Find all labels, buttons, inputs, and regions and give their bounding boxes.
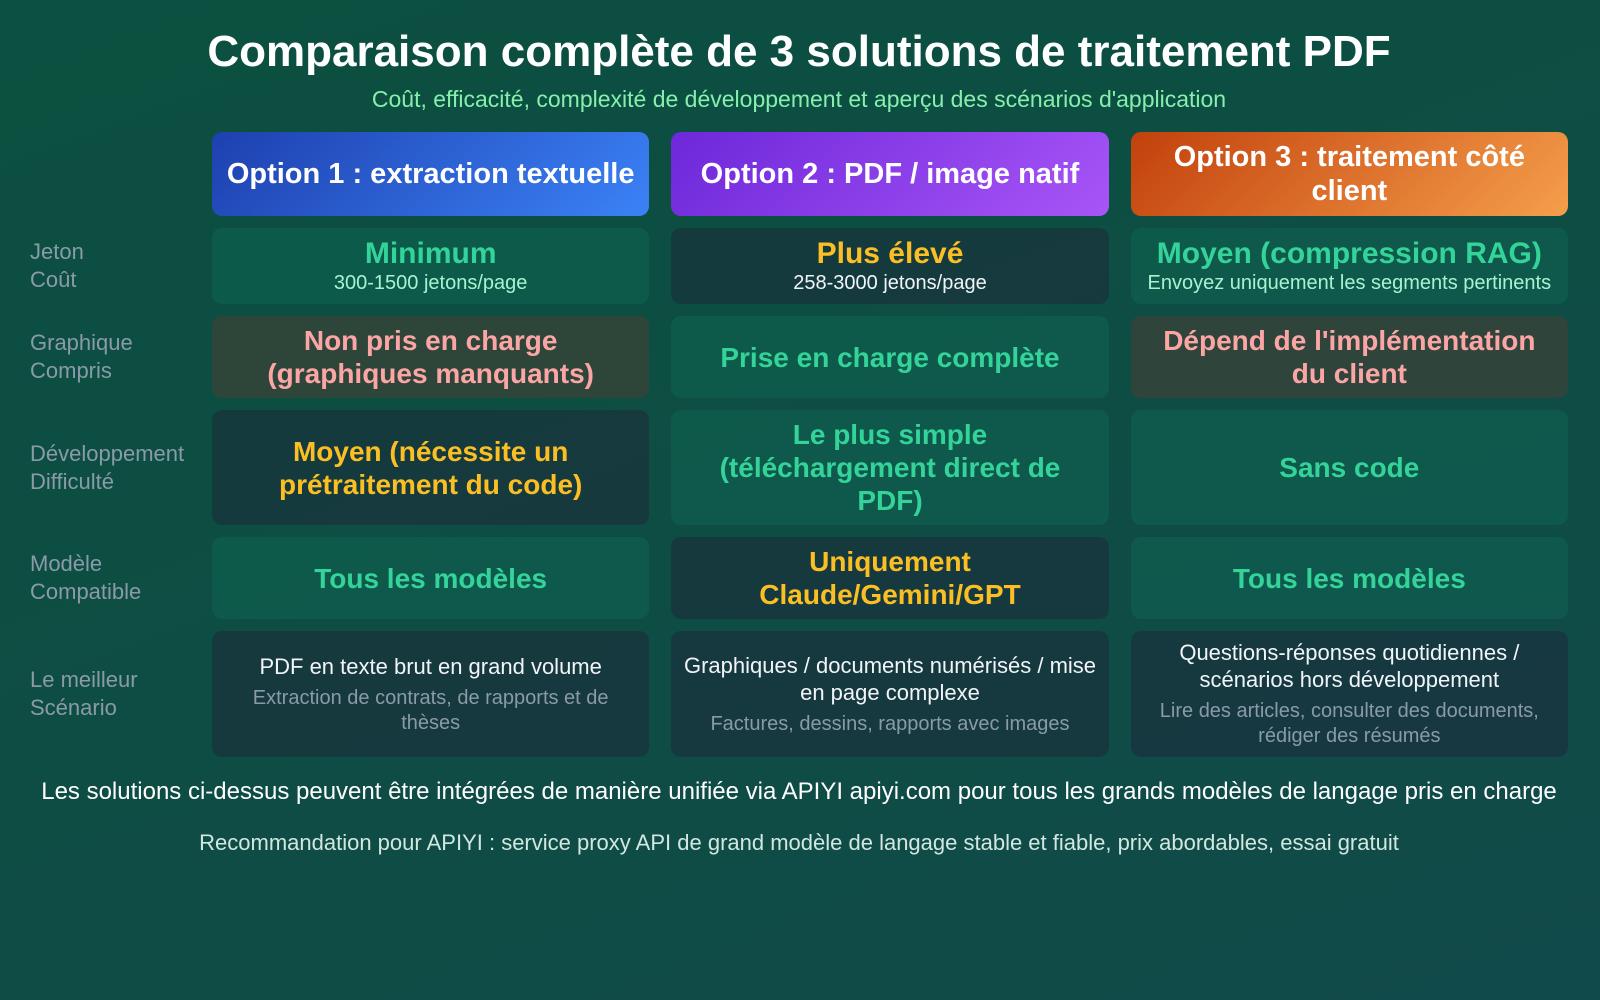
- comparison-table: Option 1 : extraction textuelle Option 2…: [30, 132, 1568, 757]
- recommendation: Recommandation pour APIYI : service prox…: [199, 830, 1399, 855]
- cell-difficulty-option-1: Moyen (nécessite un prétraitement du cod…: [212, 410, 650, 525]
- cell-difficulty-option-3: Sans code: [1130, 410, 1568, 525]
- option-1-label: Option 1 : extraction textuelle: [226, 158, 635, 190]
- option-2-header: Option 2 : PDF / image natif: [671, 132, 1109, 216]
- option-2-label: Option 2 : PDF / image natif: [700, 158, 1080, 190]
- corner-spacer: [30, 132, 190, 216]
- cell-compatible-option-1: Tous les modèles: [212, 537, 650, 619]
- page-title: Comparaison complète de 3 solutions de t…: [207, 27, 1391, 76]
- cell-chart-option-3: Dépend de l'implémentation du client: [1130, 316, 1568, 398]
- cell-compatible-option-3: Tous les modèles: [1130, 537, 1568, 619]
- cell-difficulty-option-2: Le plus simple (téléchargement direct de…: [671, 410, 1109, 525]
- cell-chart-option-1: Non pris en charge (graphiques manquants…: [212, 316, 650, 398]
- cell-scenario-option-3: Questions-réponses quotidiennes / scénar…: [1130, 631, 1568, 757]
- cell-token-option-3: Moyen (compression RAG)Envoyez uniquemen…: [1130, 228, 1568, 304]
- cell-scenario-option-2: Graphiques / documents numérisés / mise …: [671, 631, 1109, 757]
- footer-note: Les solutions ci-dessus peuvent être int…: [41, 778, 1557, 805]
- option-3-header: Option 3 : traitement côté client: [1130, 132, 1568, 216]
- option-1-header: Option 1 : extraction textuelle: [212, 132, 650, 216]
- option-3-label: Option 3 : traitement côté client: [1173, 141, 1525, 207]
- cell-compatible-option-2: Uniquement Claude/Gemini/GPT: [671, 537, 1109, 619]
- page-subtitle: Coût, efficacité, complexité de développ…: [371, 86, 1227, 112]
- cell-chart-option-2: Prise en charge complète: [671, 316, 1109, 398]
